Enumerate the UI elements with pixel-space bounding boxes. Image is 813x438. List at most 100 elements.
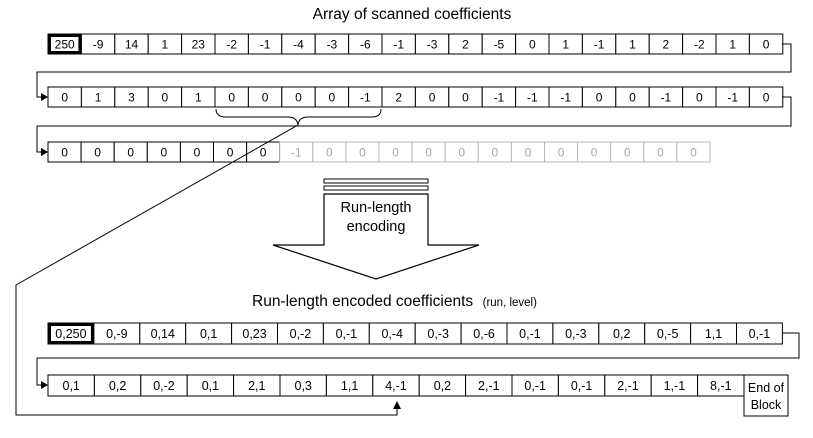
scanned-cell: 14 [114,33,149,55]
encoded-title-main: Run-length encoded coefficients [252,293,473,310]
scanned-cell: -1 [581,33,617,55]
encoded-cell: 0,-1 [322,322,370,345]
encoded-cell: 0,-3 [414,322,462,345]
encoded-cell: 0,-5 [644,322,692,345]
scanned-cell-value: 0 [462,91,469,105]
encoded-cell-value: 1,1 [705,327,722,341]
scanned-cell-value: 0 [425,146,432,160]
encoded-cell-value: 0,2 [109,379,126,393]
scanned-cell: 0 [448,86,483,108]
scanned-cell-value: 1 [629,38,636,52]
scanned-cell-value: 1 [162,38,169,52]
row-wrap-arrowhead-1 [41,93,48,101]
scanned-cell-value: 0 [492,146,499,160]
encoded-cell-value: 2,-1 [478,379,500,393]
encoding-arrow-label-2: encoding [347,219,406,235]
scanned-cell-value: 0 [94,146,101,160]
scanned-cell-value: 23 [192,38,206,52]
row-wrap-arrowhead-2 [41,148,48,156]
encoded-cell: 0,2 [93,374,142,397]
scanned-cell-value: 0 [227,146,234,160]
encoded-cell: 0,-3 [552,322,600,345]
encoded-cell: 2,1 [233,374,281,397]
scanned-cell-value: -1 [360,91,371,105]
scanned-cell-value: 0 [127,146,134,160]
scanned-cell-value: -1 [727,91,738,105]
scanned-cell-value: -5 [494,38,505,52]
scanned-cell-value: 0 [329,91,336,105]
scanned-cell: 0 [577,141,612,163]
scanned-cell-value: -1 [291,146,302,160]
scanned-cell: 0 [146,141,181,163]
encoded-cell: 0,-1 [506,322,554,345]
encoded-cell-value: 0,-1 [524,379,546,393]
encoded-cell-value: 0,-1 [336,327,358,341]
scanned-cell: 0 [411,141,446,163]
scanned-cell: 0 [314,86,350,108]
encoded-cell-value: 4,-1 [385,379,407,393]
scanned-cell: 0 [581,86,617,108]
scanned-cell-value: 0 [690,146,697,160]
encoded-cell: 0,-2 [277,322,324,345]
encoded-cell-value: 0,2 [613,327,630,341]
scanned-cell: 2 [448,33,483,55]
encoded-cell: 1,1 [690,322,737,345]
scanned-cell-value: -1 [560,91,571,105]
encoded-cell-value: 0,-2 [153,379,175,393]
scanned-cell: 0 [748,33,784,55]
scanned-cell: -2 [682,33,717,55]
scanned-cell-value: 0 [326,146,333,160]
scanned-cell: 1 [181,86,216,108]
scanned-cell: 0 [80,141,115,163]
scanned-cell: -1 [481,86,517,108]
scanned-cell-value: 0 [260,146,267,160]
encoded-cell: 1,-1 [650,374,699,397]
end-of-block-cell: End of Block [743,374,789,417]
scanned-cell: 0 [214,86,249,108]
encoded-cell: 0,1 [185,322,233,345]
encoded-cell-value: 2,1 [248,379,265,393]
encoded-cell: 0,2 [598,322,646,345]
encoded-link-arrowhead [393,401,401,409]
scanned-cell-value: 0 [359,146,366,160]
scanned-cell: -1 [715,86,750,108]
scanned-cell-value: 1 [95,91,102,105]
encoded-cell: 0,-1 [736,322,783,345]
scanned-cell-value: 2 [462,38,469,52]
scanned-cell: 0 [643,141,678,163]
scanned-cell-value: 2 [395,91,402,105]
scanned-cell: -1 [548,86,583,108]
encoded-cell: 0,-1 [557,374,606,397]
encoded-cell: 2,-1 [465,374,513,397]
encoded-cell: 0,-6 [460,322,508,345]
scanned-cell: 0 [515,33,550,55]
scanned-cell: 250 [47,33,82,55]
scanned-title: Array of scanned coefficients [313,6,512,23]
scanned-cell: -1 [247,33,283,55]
scanned-cell: 0 [748,86,784,108]
scanned-cell-value: 250 [55,38,75,52]
scanned-cell-value: -2 [226,38,237,52]
scanned-cell-value: 0 [262,91,269,105]
scanned-cell: 0 [147,86,183,108]
encoded-cell-value: 0,-6 [473,327,495,341]
scanned-cell: 2 [381,86,416,108]
scanned-cell-value: 0 [596,91,603,105]
scanned-cell-value: 0 [629,91,636,105]
scanned-cell: -4 [281,33,316,55]
scanned-cell-value: -1 [494,91,505,105]
encoded-cell: 8,-1 [697,374,745,397]
encoded-row-wrap-arrowhead [41,381,48,389]
scanned-cell-value: 0 [657,146,664,160]
scanned-cell-value: 0 [763,91,770,105]
scanned-cell: 1 [715,33,750,55]
scanned-cell: -1 [648,86,684,108]
scanned-cell-value: 0 [624,146,631,160]
scanned-cell: 3 [114,86,149,108]
scanned-cell-box [676,141,711,163]
scanned-cell-value: 0 [162,91,169,105]
encoded-cell-value: 0,1 [63,379,80,393]
